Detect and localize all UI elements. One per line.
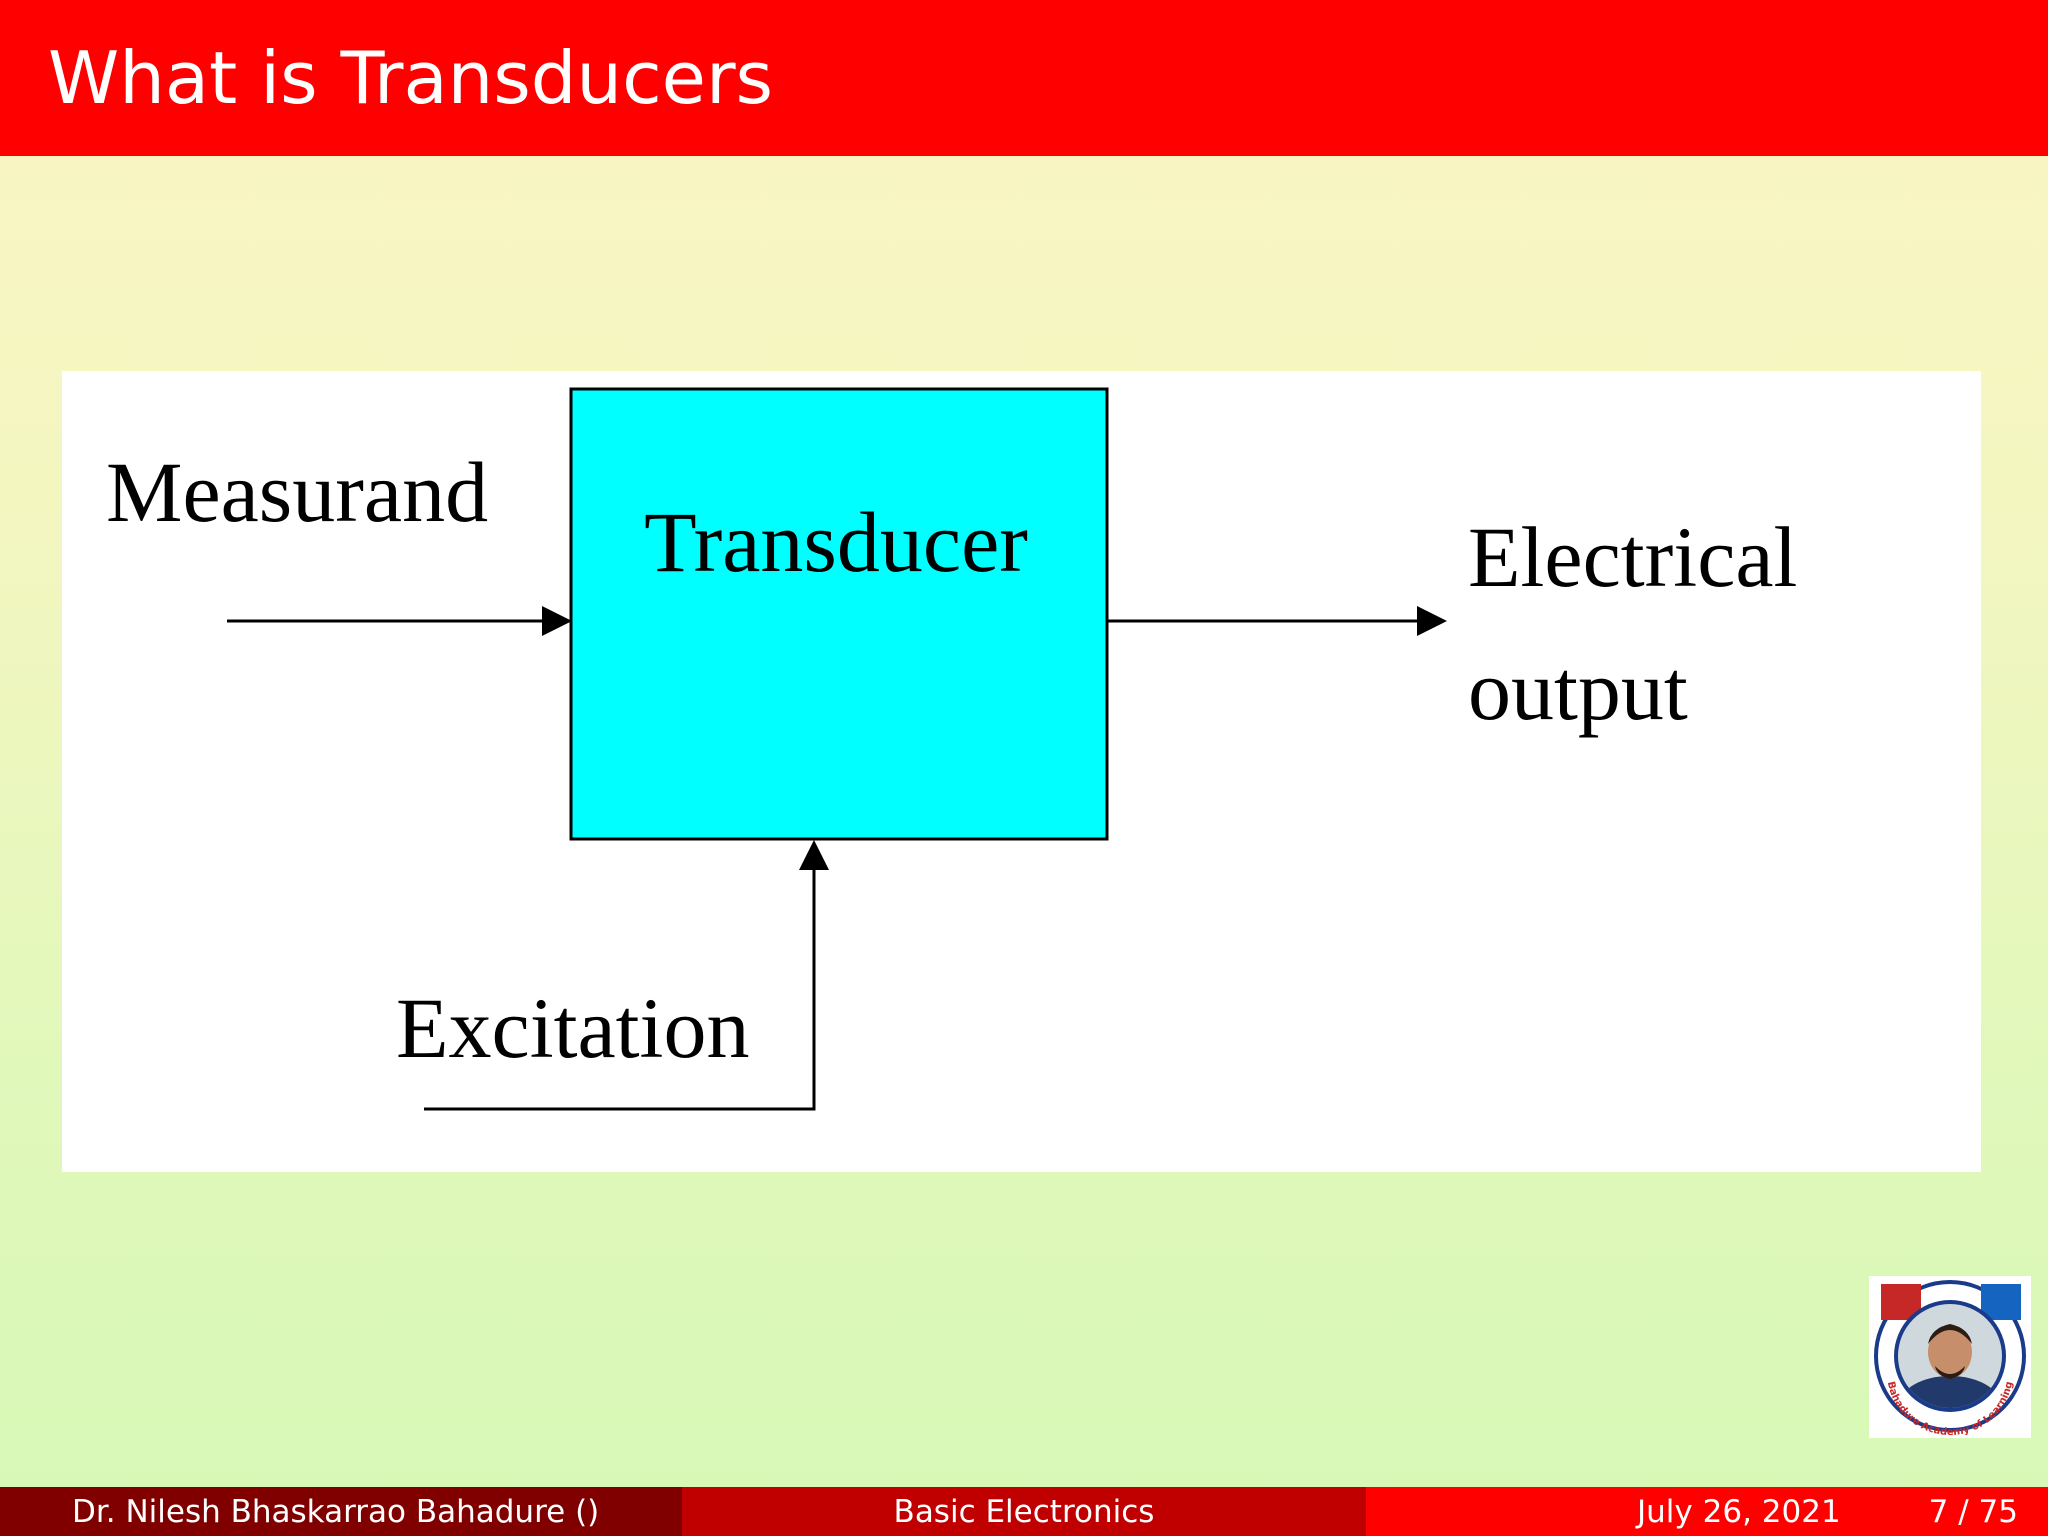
transducer-block: [569, 387, 1109, 841]
title-bar: What is Transducers: [0, 0, 2048, 156]
footer-author-cell: Dr. Nilesh Bhaskarrao Bahadure (): [0, 1487, 682, 1536]
footer: Dr. Nilesh Bhaskarrao Bahadure () Basic …: [0, 1487, 2048, 1536]
output-label-line1: Electrical: [1468, 509, 1797, 605]
footer-page-number: 7 / 75: [1928, 1493, 2018, 1530]
portrait-badge-icon: Bahadure Academy of Learning: [1872, 1278, 2028, 1438]
output-label-line2: output: [1468, 642, 1688, 738]
footer-date: July 26, 2021: [1637, 1493, 1841, 1530]
footer-course-cell: Basic Electronics: [682, 1487, 1366, 1536]
footer-info-cell: July 26, 2021 7 / 75: [1366, 1487, 2048, 1536]
footer-author: Dr. Nilesh Bhaskarrao Bahadure (): [72, 1493, 600, 1530]
footer-course: Basic Electronics: [893, 1493, 1155, 1530]
academy-logo: Bahadure Academy of Learning: [1869, 1276, 2031, 1438]
excitation-label: Excitation: [396, 980, 749, 1076]
transducer-diagram: Transducer Measurand Electrical output E…: [62, 371, 1981, 1172]
excitation-arrow: [424, 840, 829, 1111]
diagram-canvas: Transducer Measurand Electrical output E…: [106, 387, 1797, 1111]
slide-title: What is Transducers: [48, 36, 774, 120]
transducer-label: Transducer: [644, 494, 1028, 590]
measurand-label: Measurand: [106, 444, 488, 540]
